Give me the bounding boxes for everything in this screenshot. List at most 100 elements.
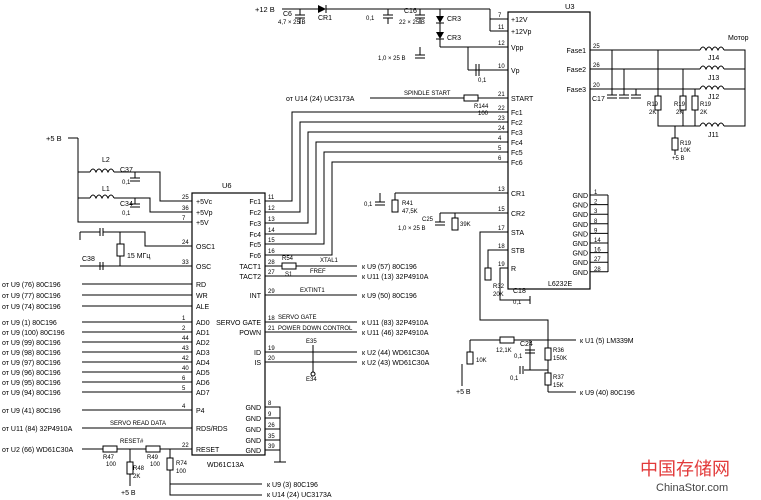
u6-pin-label: Fc6 (249, 253, 261, 260)
u6-pin-label: +5Vc (196, 199, 213, 206)
u6-pin-label: Fc2 (249, 210, 261, 217)
r74-value: 100 (176, 469, 187, 475)
u3-gnd-label: GND (572, 231, 588, 238)
u6-pin-label: Fc1 (249, 199, 261, 206)
r47-label: R47 (103, 455, 115, 461)
watermark-cn: 中国存储网 (640, 459, 730, 479)
tact1-target: к U9 (57) 80C196 (362, 264, 417, 271)
u6-pin-num: 11 (268, 195, 275, 201)
c24-label: C24 (520, 341, 533, 348)
u3-pin-label: Fc1 (511, 110, 523, 117)
u3-gnd-label: GND (572, 212, 588, 219)
e35-label: E35 (306, 339, 317, 345)
r48-label: R48 (133, 466, 145, 472)
u3-pin-label: Fase1 (567, 48, 587, 55)
u6-pin-num: 4 (182, 404, 186, 410)
r36-value: 150K (553, 356, 567, 362)
power-12v-section: +12 В CR1 C6 4,7 × 25 В 0,1 C16 22 × 25 … (255, 5, 508, 84)
u6-pin-num: 42 (182, 356, 189, 362)
u6-pin-label: AD5 (196, 370, 210, 377)
l2-label: L2 (102, 157, 110, 164)
r19b-value: 2K (676, 110, 683, 116)
fc-bus (265, 111, 508, 256)
u3-pin-num: 15 (498, 207, 505, 213)
r36-label: R36 (553, 348, 565, 354)
u6-pin-label: +5Vp (196, 210, 213, 217)
u6-pin-num: 20 (268, 356, 275, 362)
u3-pin-num: 6 (498, 156, 502, 162)
u6-pin-label: Fc5 (249, 242, 261, 249)
bottom-target-2: к U14 (24) UC3173A (267, 492, 332, 499)
c34-label: C34 (120, 201, 133, 208)
u6-pin-num: 8 (268, 401, 272, 407)
u6-pin-label: INT (250, 293, 262, 300)
u3-pin-num: 9 (594, 228, 598, 234)
u3-gnd-label: GND (572, 241, 588, 248)
servo-gate-target: к U11 (83) 32P4910A (362, 320, 429, 327)
u6-pin-num: 27 (268, 270, 275, 276)
u6-pin-num: 9 (268, 412, 272, 418)
u6-pin-label: Fc4 (249, 232, 261, 239)
r19c-value: 2K (700, 110, 707, 116)
u3-pin-num: 18 (498, 244, 505, 250)
u6-pin-num: 1 (182, 316, 186, 322)
cr3a-diode-symbol (436, 16, 444, 23)
u6-pin-label: WR (196, 293, 208, 300)
u3-pin-label: R (511, 266, 516, 273)
u6-pin-label: P4 (196, 408, 205, 415)
u6-pin-num: 19 (268, 346, 275, 352)
u6-pin-num: 5 (182, 386, 186, 392)
left-connection-label: от U9 (74) 80C196 (2, 304, 61, 311)
u6-pin-label: AD2 (196, 340, 210, 347)
u3-pin-label: Fc5 (511, 150, 523, 157)
r49-value: 100 (150, 462, 161, 468)
u6-pin-num: 18 (268, 316, 275, 322)
left-connection-label: от U9 (96) 80C196 (2, 370, 61, 377)
r41-label: R41 (402, 201, 414, 207)
watermark-en: ChinaStor.com (656, 482, 728, 494)
u3-gnd-label: GND (572, 203, 588, 210)
cr3b-diode-symbol (436, 32, 444, 39)
r10k-label: 10K (476, 358, 487, 364)
left-connection-label: от U9 (1) 80C196 (2, 320, 57, 327)
u3-pin-num: 23 (498, 116, 505, 122)
u6-pin-num: 39 (268, 444, 275, 450)
u3-pin-num: 2 (594, 200, 598, 206)
l1-label: L1 (102, 186, 110, 193)
c25-label: C25 (422, 217, 434, 223)
int-target: к U9 (50) 80C196 (362, 293, 417, 300)
r37-value: 15K (553, 383, 564, 389)
left-connection-label: от U9 (98) 80C196 (2, 350, 61, 357)
u3-pin-label: STB (511, 248, 525, 255)
oscillator-section: 15 МГц C38 (79, 228, 192, 270)
xtal-label: 15 МГц (127, 253, 150, 260)
u6-pin-label: RD (196, 282, 206, 289)
r47-value: 100 (106, 462, 117, 468)
u3-pin-label: START (511, 96, 534, 103)
u6-pin-label: +5V (196, 220, 209, 227)
c18-label: C18 (513, 288, 526, 295)
left-connection-label: от U9 (97) 80C196 (2, 360, 61, 367)
lm339-network: к U1 (5) LM339M 12,1K 10K +5 В C24 0,1 R… (456, 336, 635, 397)
c37-label: C37 (120, 167, 133, 174)
r19d-label: R19 (680, 141, 692, 147)
u6-pin-num: 22 (182, 443, 189, 449)
c6-value: 4,7 × 25 В (278, 20, 306, 26)
cr3a-label: CR3 (447, 16, 461, 23)
crystal-symbol (116, 243, 125, 257)
j11-label: J11 (708, 132, 719, 139)
r19b-label: R19 (674, 102, 686, 108)
xtal1-signal: XTAL1 (320, 258, 339, 264)
u6-pin-num: 21 (268, 326, 275, 332)
u6-pin-num: 7 (182, 216, 186, 222)
u6-name: WD61C13A (207, 462, 244, 469)
spindle-start-section: от U14 (24) UC3173A SPINDLE START R144 1… (286, 91, 508, 117)
c6-label: C6 (283, 11, 292, 18)
u3-pin-num: 26 (593, 63, 600, 69)
reset-signal: RESET# (120, 439, 144, 445)
u3-pin-num: 8 (594, 219, 598, 225)
u3-pin-num: 21 (498, 92, 505, 98)
is-target: к U2 (43) WD61C30A (362, 360, 430, 367)
motor-section: Мотор J14 J13 J12 J11 C17 R19 2K (590, 35, 749, 162)
